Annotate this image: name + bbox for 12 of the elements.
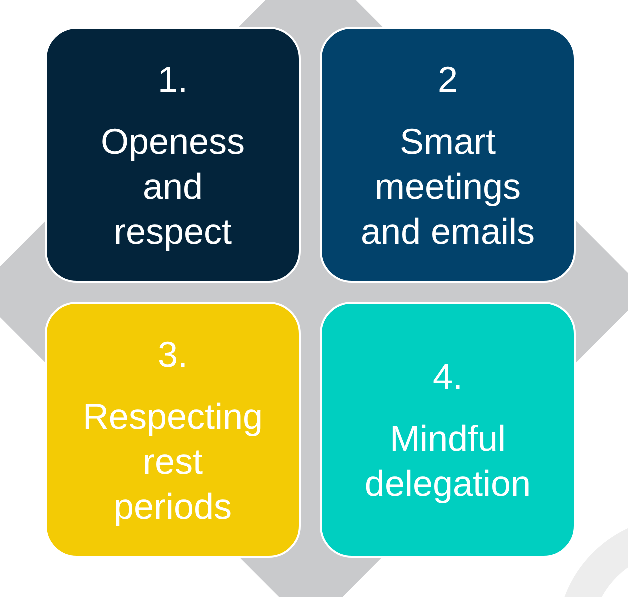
step-number: 1.: [158, 58, 188, 102]
step-number: 3.: [158, 332, 188, 376]
step-title: Smart meetings and emails: [360, 120, 536, 254]
step-card: [45, 302, 301, 558]
step-card: [320, 27, 576, 283]
step-title: Mindful delegation: [364, 417, 532, 506]
step-card: [320, 302, 576, 558]
step-title: Respecting rest periods: [82, 394, 264, 528]
step-number: 4.: [432, 355, 464, 399]
step-card: [45, 27, 301, 283]
step-number: 2: [438, 58, 458, 102]
step-title: Openess and respect: [100, 120, 246, 254]
